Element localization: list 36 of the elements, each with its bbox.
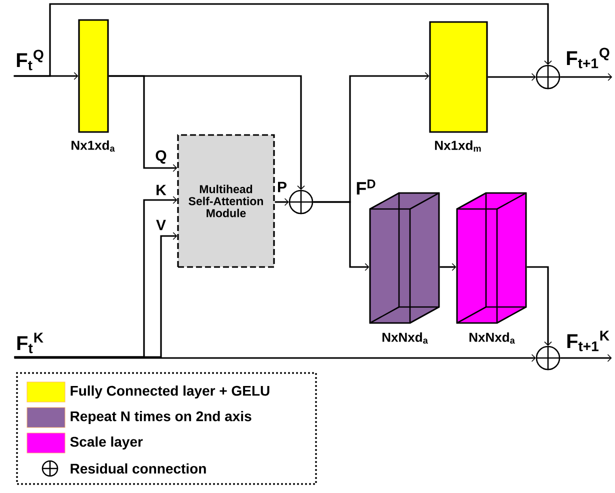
residual-circle <box>535 345 561 371</box>
arrow <box>560 73 612 81</box>
arrow <box>526 266 552 346</box>
arrow <box>488 73 536 81</box>
cuboid-block <box>456 192 527 324</box>
arrow <box>14 232 178 358</box>
legend-text: Scale layer <box>70 436 143 450</box>
edge-label: Q <box>154 149 168 165</box>
legend-text: Residual connection <box>70 463 206 474</box>
arrow <box>560 354 612 362</box>
edge-label: K <box>154 184 168 196</box>
legend-text: Repeat N times on 2nd axis <box>70 410 252 424</box>
size-label: NxNxd$_{a}$ <box>382 332 428 344</box>
arrow <box>440 263 456 271</box>
size-label: NxNxd$_{a}$ <box>470 332 515 344</box>
input-label: F$_{t+1}$Q <box>566 48 610 68</box>
input-label: F$_{t}$Q <box>16 50 44 70</box>
arrow <box>313 201 370 271</box>
edge-label: P <box>276 180 288 194</box>
arrow <box>108 75 305 190</box>
cuboid-block <box>369 192 440 324</box>
layer-box <box>429 21 488 133</box>
arrow <box>274 198 289 206</box>
residual-circle <box>535 64 561 90</box>
arrow <box>14 354 536 362</box>
module-box: Multihead Self-Attention Module <box>177 134 275 268</box>
layer-box <box>78 19 109 133</box>
feature-label: F$^{D}$ <box>356 180 376 194</box>
residual-circle <box>288 189 314 215</box>
input-label: F$_{t+1}$K <box>567 330 610 352</box>
input-label: F$_{t}$K <box>17 332 44 354</box>
size-label: Nx1xd$_{m}$ <box>435 140 481 152</box>
edge-label: V <box>155 218 167 232</box>
arrow <box>14 3 552 77</box>
legend-text: Fully Connected layer + GELU <box>70 385 270 399</box>
size-label: Nx1xd$_{a}$ <box>72 140 115 152</box>
